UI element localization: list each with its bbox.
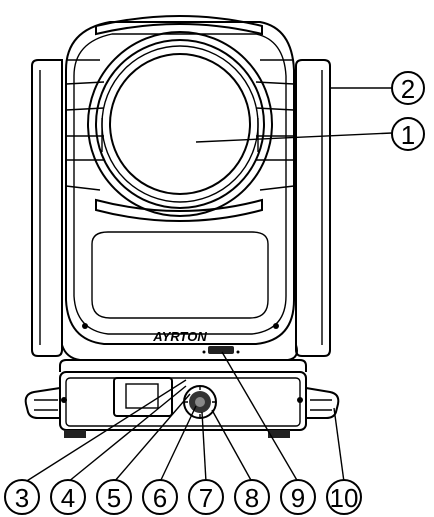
callout-3: 3 — [4, 479, 40, 515]
svg-text:5: 5 — [107, 483, 121, 513]
svg-text:9: 9 — [291, 483, 305, 513]
svg-text:7: 7 — [199, 483, 213, 513]
brand-logo: AYRTON — [152, 329, 207, 344]
callout-5: 5 — [96, 479, 132, 515]
svg-text:8: 8 — [245, 483, 259, 513]
fixture-head: AYRTON — [65, 15, 295, 354]
svg-text:3: 3 — [15, 483, 29, 513]
svg-text:2: 2 — [401, 74, 415, 104]
callout-2: 2 — [391, 71, 425, 105]
leader-lines — [21, 87, 393, 485]
svg-text:4: 4 — [61, 483, 75, 513]
callout-6: 6 — [142, 479, 178, 515]
lens — [109, 53, 251, 195]
callout-4: 4 — [50, 479, 86, 515]
yoke-connector — [202, 346, 240, 354]
svg-text:1: 1 — [401, 120, 415, 150]
tilt-arm — [295, 59, 331, 357]
callout-10: 10 — [326, 479, 362, 515]
svg-text:6: 6 — [153, 483, 167, 513]
callout-8: 8 — [234, 479, 270, 515]
callout-7: 7 — [188, 479, 224, 515]
svg-text:10: 10 — [330, 483, 359, 513]
callout-9: 9 — [280, 479, 316, 515]
control-button — [183, 385, 217, 419]
yoke — [31, 59, 331, 361]
fixture-base — [24, 359, 340, 438]
callout-1: 1 — [391, 117, 425, 151]
